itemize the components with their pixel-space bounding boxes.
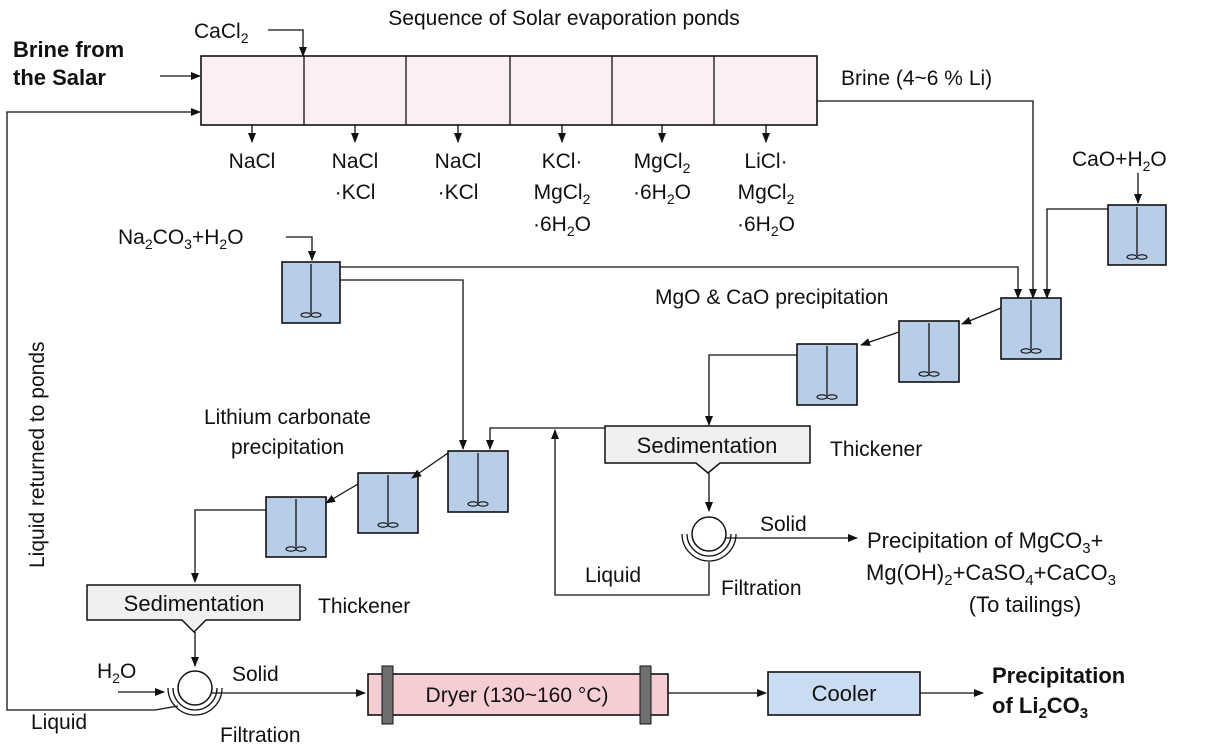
brine-from-salar-label-2: the Salar — [13, 65, 106, 90]
salt-label: ·6H2O — [633, 181, 691, 207]
mg-tank-1 — [1000, 297, 1062, 360]
liquid-return-line — [6, 108, 201, 711]
salt-label: MgCl2 — [738, 181, 795, 207]
liquid-2-label: Liquid — [31, 711, 87, 734]
filter-1 — [691, 516, 727, 552]
mg-tank-arrow-1 — [961, 307, 1002, 325]
cooler-label: Cooler — [812, 681, 877, 706]
salt-label: NaCl — [229, 150, 276, 173]
brine-li-line — [817, 100, 1037, 299]
thickener-2-label: Thickener — [318, 595, 410, 618]
salt-label: MgCl2 — [534, 181, 591, 207]
cooler — [767, 671, 921, 716]
liquid-returned-label: Liquid returned to ponds — [26, 342, 49, 569]
na2co3-label: Na2CO3+H2O — [118, 226, 244, 252]
liquid-1-label: Liquid — [585, 564, 641, 587]
li-tank-2 — [357, 472, 419, 534]
pond-row — [200, 55, 818, 126]
agitator-blade — [826, 394, 838, 400]
solar-ponds — [200, 55, 818, 126]
salt-label: LiCl· — [744, 150, 787, 173]
agitator-blade — [1030, 348, 1042, 354]
agitator-blade — [310, 312, 322, 318]
liquid-1-recycle-line — [551, 429, 710, 596]
diagram-title: Sequence of Solar evaporation ponds — [388, 7, 739, 30]
thickener-overflow-line — [486, 427, 605, 450]
na2co3-to-li-line — [340, 279, 467, 450]
product-label-1: Precipitation — [992, 663, 1125, 688]
salt-arrows — [248, 125, 770, 143]
salt-label: ·6H2O — [737, 213, 795, 239]
salt-label: KCl· — [542, 150, 583, 173]
dryer-label: Dryer (130~160 °C) — [426, 684, 609, 707]
mgo-cao-label: MgO & CaO precipitation — [655, 286, 888, 309]
salt-label: NaCl — [332, 150, 379, 173]
li-carb-label-2: precipitation — [231, 436, 344, 459]
li-tank-arrow-1 — [411, 452, 449, 479]
brine-from-salar-label: Brine from — [13, 37, 124, 62]
agitator-blade — [1136, 254, 1148, 260]
sedimentation-1-label: Sedimentation — [637, 433, 778, 458]
dryer-cap-right — [639, 665, 652, 725]
cacl2-arrow — [268, 29, 307, 57]
na2co3-arrow — [286, 236, 316, 261]
product-label-2: of Li2CO3 — [992, 693, 1088, 722]
dryer-cap-left — [381, 665, 394, 725]
sedimentation-1 — [604, 425, 811, 474]
tailings-line-3: (To tailings) — [969, 592, 1081, 617]
h2o-label: H2O — [97, 660, 136, 686]
sedimentation-2 — [86, 584, 301, 634]
agitator-blade — [387, 522, 399, 528]
cacl2-label: CaCl2 — [194, 20, 249, 46]
filtration-2-label: Filtration — [220, 724, 301, 747]
li-tank-1 — [447, 450, 509, 513]
sedimentation-2-label: Sedimentation — [124, 591, 265, 616]
tailings-line-1: Precipitation of MgCO3+ — [867, 528, 1103, 557]
mg-to-sed-line — [705, 354, 797, 426]
tailings-line-2: Mg(OH)2+CaSO4+CaCO3 — [866, 560, 1116, 589]
solid-2-label: Solid — [232, 663, 279, 686]
cao-h2o-label: CaO+H2O — [1072, 148, 1167, 174]
li-tank-arrow-2 — [325, 483, 359, 504]
salt-label: NaCl — [435, 150, 482, 173]
cao-slurry-tank — [1107, 204, 1167, 266]
filter-2 — [177, 670, 213, 706]
tanks — [265, 204, 1167, 558]
brine-li-label: Brine (4~6 % Li) — [841, 67, 992, 90]
salt-label: MgCl2 — [634, 150, 691, 176]
salt-label: ·KCl — [438, 181, 479, 204]
li-carb-label-1: Lithium carbonate — [204, 406, 371, 429]
salt-label: ·KCl — [335, 181, 376, 204]
agitator-blade — [295, 546, 307, 552]
na2co3-to-mg-line — [340, 266, 1022, 299]
na2co3-tank — [281, 261, 341, 324]
cao-to-tank-line — [1043, 208, 1108, 299]
mg-tank-3 — [796, 343, 858, 406]
agitator-blade — [477, 501, 489, 507]
salt-label: ·6H2O — [533, 213, 591, 239]
thickener-1-label: Thickener — [830, 438, 922, 461]
solid-1-label: Solid — [760, 513, 807, 536]
li-tank-3 — [265, 496, 327, 558]
dryer — [367, 673, 669, 716]
mg-tank-2 — [898, 320, 960, 383]
mg-tank-arrow-2 — [860, 331, 900, 346]
agitator-blade — [928, 371, 940, 377]
li-to-sed-line — [191, 509, 266, 583]
filtration-1-label: Filtration — [721, 577, 802, 600]
salt-labels: NaCl NaCl ·KCl NaCl ·KCl KCl· MgCl2 ·6H2… — [229, 150, 795, 239]
